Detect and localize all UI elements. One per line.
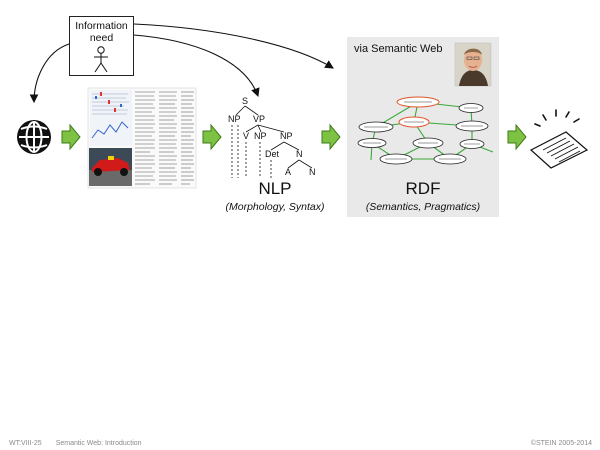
nlp-subtitle: (Morphology, Syntax) [225, 201, 325, 213]
rdf-subtitle: (Semantics, Pragmatics) [365, 201, 481, 213]
tree-node-a: A [285, 167, 291, 177]
tree-node-n: N [296, 149, 303, 159]
information-need-line1: Information [75, 20, 128, 32]
footer-left: WT:VIII-25 Semantic Web: Introduction [9, 440, 142, 447]
arrow-right-icon [507, 123, 527, 151]
tree-node-np: NP [254, 131, 267, 141]
rdf-title: RDF [405, 179, 441, 198]
tree-node-np: NP [280, 131, 293, 141]
tree-node-v: V [243, 131, 249, 141]
globe-icon [17, 120, 51, 154]
tree-node-n: N [309, 167, 316, 177]
tree-node-s: S [242, 96, 248, 106]
nlp-title: NLP [258, 179, 292, 198]
document-thumbnail [87, 87, 197, 189]
rdf-graph [357, 96, 494, 165]
parse-tree: S NP VP V NP NP Det N A N [228, 96, 316, 178]
arrow-right-icon [321, 123, 341, 151]
printout-icon [529, 109, 589, 169]
information-need-line2: need [89, 32, 114, 44]
slide-id: WT:VIII-25 [9, 440, 42, 447]
tree-node-vp: VP [253, 114, 265, 124]
copyright: ©STEIN 2005-2014 [530, 440, 592, 447]
arrow-right-icon [61, 123, 81, 151]
information-need-box: Information need [69, 16, 134, 76]
person-photo [454, 42, 492, 87]
information-need-label: Information need [70, 20, 133, 44]
arrow-right-icon [202, 123, 222, 151]
curve-arrow-to-web [29, 43, 70, 104]
tree-node-det: Det [265, 149, 280, 159]
curve-arrow-to-nlp [133, 34, 260, 98]
tree-node-np: NP [228, 114, 241, 124]
curve-arrow-to-rdf [133, 23, 334, 69]
via-semantic-web-label: via Semantic Web [354, 43, 443, 55]
stick-figure-icon [94, 46, 108, 73]
section-title: Semantic Web: Introduction [55, 440, 142, 447]
